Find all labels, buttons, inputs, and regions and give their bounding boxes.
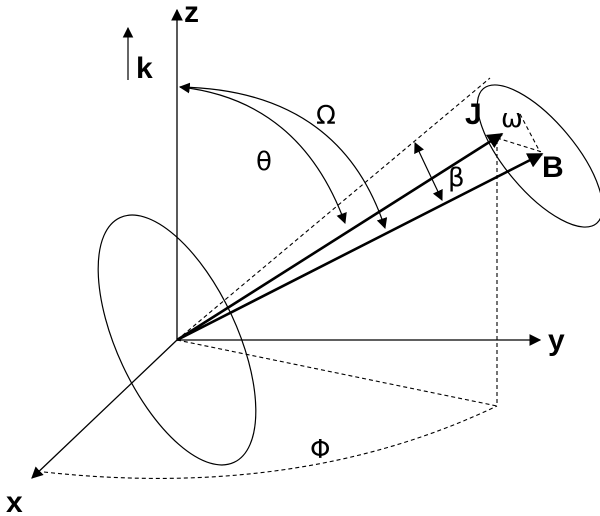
x-label: x bbox=[6, 486, 23, 516]
omega-label: ω bbox=[501, 104, 523, 134]
theta-arc bbox=[178, 82, 347, 225]
J-vector bbox=[176, 132, 504, 342]
omega-arc bbox=[179, 86, 388, 230]
beta-label: β bbox=[448, 163, 465, 193]
beta-arc bbox=[414, 142, 443, 201]
origin-ellipse bbox=[97, 214, 257, 466]
y-label: y bbox=[548, 324, 565, 357]
theta-label: θ bbox=[256, 147, 272, 177]
z-label: z bbox=[184, 0, 199, 29]
k-label: k bbox=[136, 52, 153, 85]
phi-arc bbox=[43, 405, 498, 479]
B-label: B bbox=[542, 151, 564, 184]
Omega-label: Ω bbox=[316, 101, 336, 131]
dashed-ellipse-chord-1 bbox=[496, 137, 543, 153]
dashed-ellipse-chord-2 bbox=[519, 113, 541, 153]
B-vector bbox=[176, 152, 544, 342]
precession-ellipse bbox=[476, 84, 600, 228]
dashed-projection bbox=[176, 339, 498, 407]
J-label: J bbox=[465, 98, 482, 131]
x-axis bbox=[31, 339, 178, 479]
phi-label: Φ bbox=[310, 435, 330, 465]
